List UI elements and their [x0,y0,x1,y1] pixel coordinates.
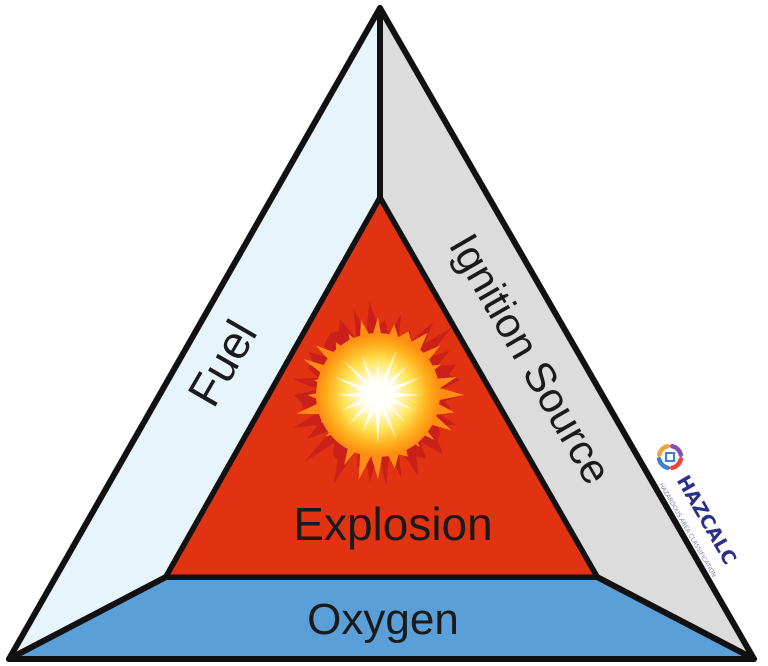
explosion-burst-icon [292,301,465,486]
hazcalc-logo-mark-icon [656,443,684,471]
explosion-label: Explosion [293,498,492,550]
oxygen-label: Oxygen [307,595,459,644]
